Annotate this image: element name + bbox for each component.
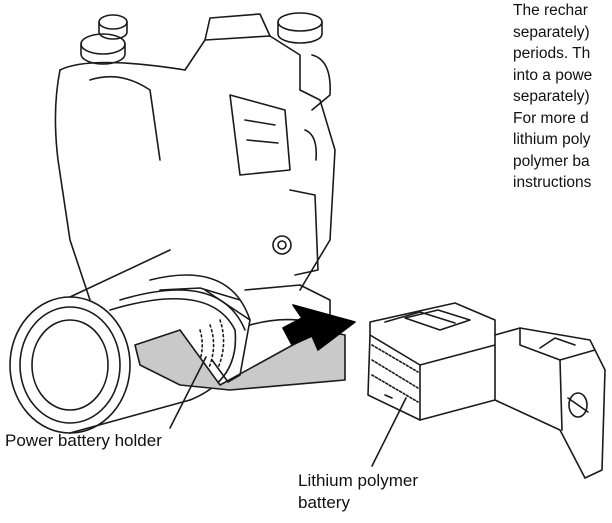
instruction-line: The rechar xyxy=(513,2,588,19)
camera-lens xyxy=(9,249,251,434)
instruction-line: For more d xyxy=(513,109,589,127)
lithium-polymer-battery xyxy=(367,302,606,479)
instruction-line: polymer ba xyxy=(513,152,590,170)
holder-leader-line xyxy=(169,356,207,429)
instruction-line: separately) xyxy=(513,88,590,105)
power-battery-holder-label: Power battery holder xyxy=(5,431,162,450)
lithium-polymer-battery-label: Lithium polymer battery xyxy=(298,470,418,514)
instruction-text-block: The rechar separately) periods. Th into … xyxy=(513,0,612,194)
instruction-line: into a powe xyxy=(513,66,593,84)
camera-body xyxy=(54,12,336,301)
insert-arrow xyxy=(282,304,356,351)
instruction-line: instructions xyxy=(513,174,592,191)
instruction-line: separately) xyxy=(513,23,590,41)
instruction-line: lithium poly xyxy=(513,131,591,148)
instruction-line: periods. Th xyxy=(513,45,591,62)
battery-label-line-2: battery xyxy=(298,493,350,512)
battery-label-line-1: Lithium polymer xyxy=(298,471,418,490)
battery-leader-line xyxy=(371,397,407,467)
